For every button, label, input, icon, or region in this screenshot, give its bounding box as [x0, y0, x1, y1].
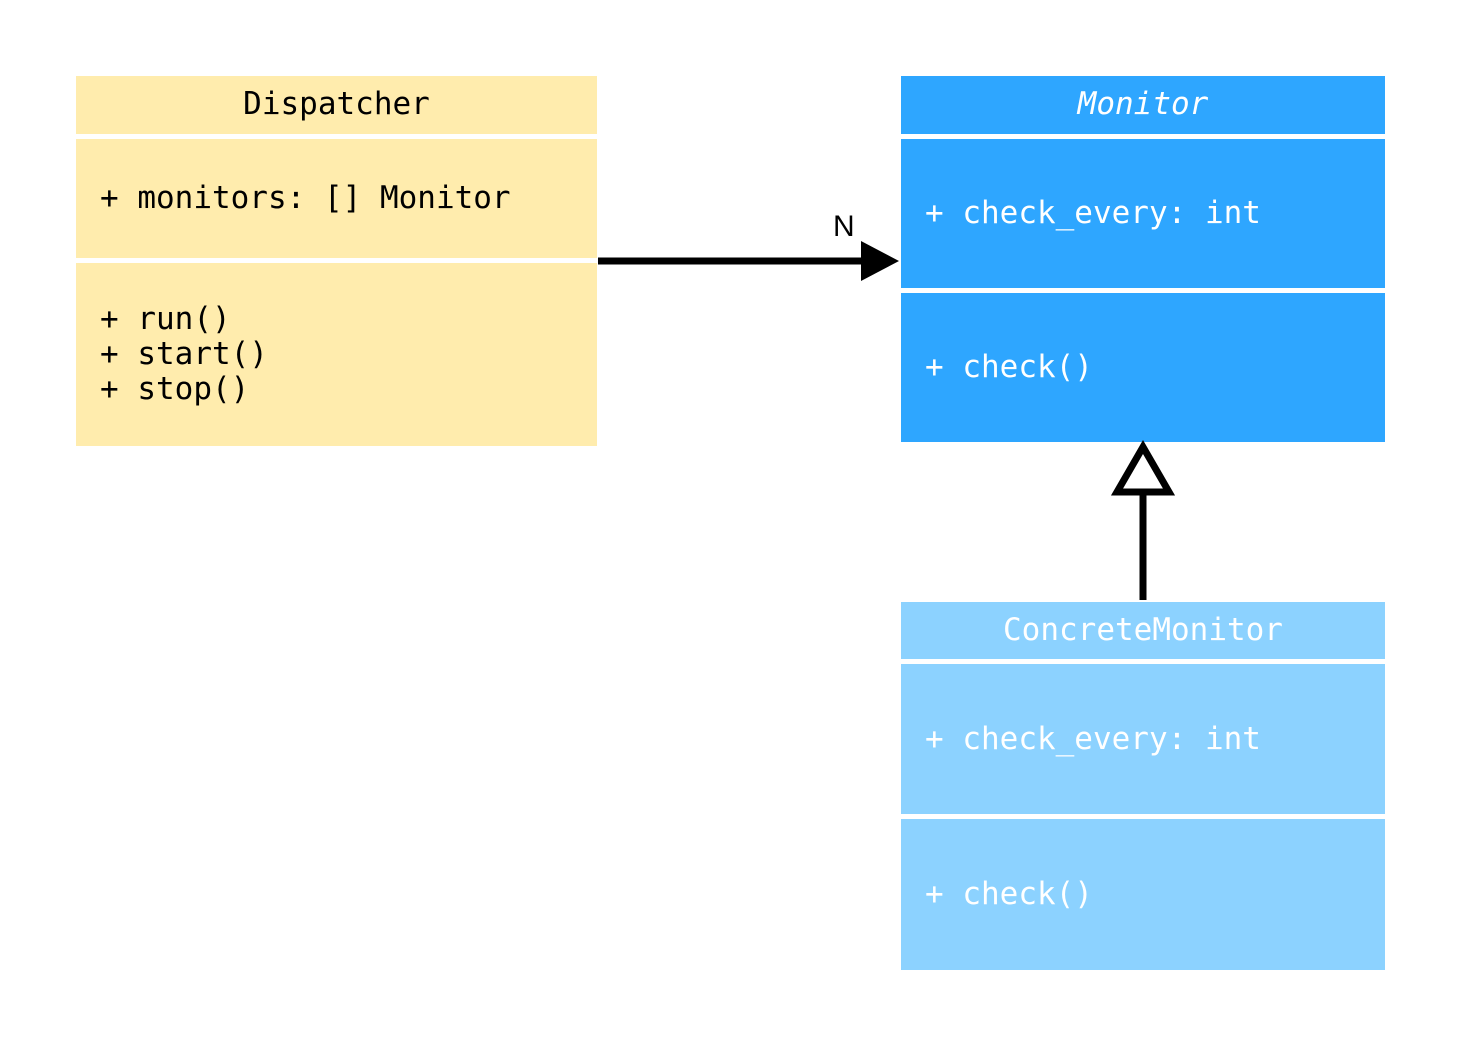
compartment-divider [901, 288, 1385, 293]
class-title-compartment-monitor: Monitor [901, 76, 1385, 134]
hollow-triangle-arrowhead-icon [1110, 440, 1176, 496]
class-methods-compartment-dispatcher: + run() + start() + stop() [76, 263, 597, 446]
compartment-divider [901, 134, 1385, 139]
class-title-compartment-concrete-monitor: ConcreteMonitor [901, 602, 1385, 659]
class-name-dispatcher: Dispatcher [243, 86, 430, 123]
compartment-divider [76, 134, 597, 139]
class-box-concrete-monitor[interactable]: ConcreteMonitor + check_every: int + che… [901, 602, 1385, 970]
class-name-concrete-monitor: ConcreteMonitor [1003, 611, 1283, 648]
class-attributes-compartment-concrete-monitor: + check_every: int [901, 664, 1385, 814]
class-title-compartment-dispatcher: Dispatcher [76, 76, 597, 134]
compartment-divider [901, 659, 1385, 664]
class-box-dispatcher[interactable]: Dispatcher + monitors: [] Monitor + run(… [76, 76, 597, 446]
compartment-divider [76, 258, 597, 263]
method-row: + start() [100, 336, 268, 373]
association-dispatcher-to-monitor [598, 241, 899, 281]
class-attributes-compartment-dispatcher: + monitors: [] Monitor [76, 139, 597, 258]
class-attributes-compartment-monitor: + check_every: int [901, 139, 1385, 288]
method-row: + check() [925, 876, 1093, 913]
generalization-concrete-monitor-to-monitor [1110, 440, 1176, 600]
association-multiplicity-label: N [833, 210, 855, 243]
method-row: + stop() [100, 370, 250, 407]
compartment-divider [901, 814, 1385, 819]
class-name-monitor: Monitor [1077, 86, 1209, 123]
class-methods-compartment-concrete-monitor: + check() [901, 819, 1385, 970]
attribute-row: + monitors: [] Monitor [100, 180, 511, 217]
class-methods-compartment-monitor: + check() [901, 293, 1385, 442]
attribute-row: + check_every: int [925, 720, 1261, 757]
class-box-monitor[interactable]: Monitor + check_every: int + check() [901, 76, 1385, 442]
filled-triangle-arrowhead-icon [861, 241, 899, 281]
method-row: + check() [925, 349, 1093, 386]
attribute-row: + check_every: int [925, 195, 1261, 232]
method-row: + run() [100, 301, 231, 338]
